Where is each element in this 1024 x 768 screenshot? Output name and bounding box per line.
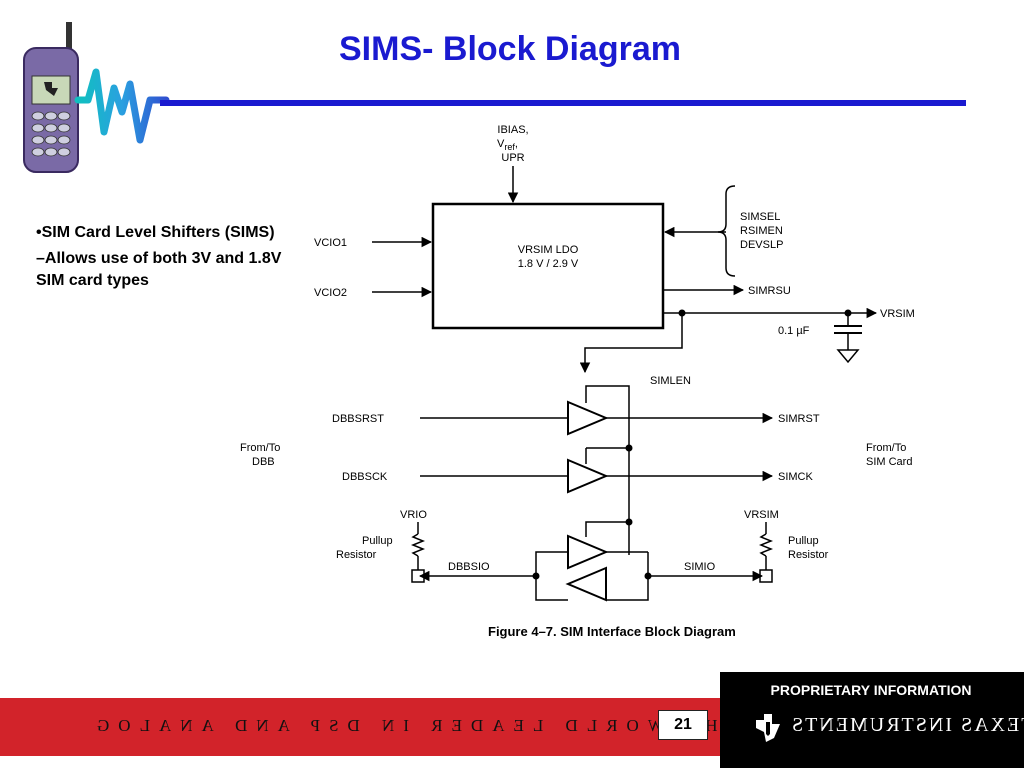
simrst-label: SIMRST [778,413,820,425]
sim-interface-diagram: IBIAS, Vref, UPR VRSIM LDO 1.8 V / 2.9 V… [240,124,915,639]
dbbsrst-label: DBBSRST [332,413,384,425]
vrio-label: VRIO [400,509,427,521]
from-to-dbb-line2: DBB [252,456,275,468]
proprietary-label: PROPRIETARY INFORMATION [770,682,972,698]
devslp-label: DEVSLP [740,239,783,251]
vrsim-pullup-label: VRSIM [744,509,779,521]
pullup-right-line2: Resistor [788,549,829,561]
ti-logo-icon [756,714,780,742]
from-to-sim-line2: SIM Card [866,456,912,468]
ldo-label: VRSIM LDO [518,244,579,256]
figure-caption: Figure 4–7. SIM Interface Block Diagram [488,624,736,639]
simrsu-label: SIMRSU [748,285,791,297]
simio-label: SIMIO [684,561,716,573]
vref-sub: ref [504,142,515,152]
pullup-right-line1: Pullup [788,535,819,547]
bullet-item: •SIM Card Level Shifters (SIMS) [36,224,275,241]
ibias-label: IBIAS, [497,124,528,136]
vrsim-output-label: VRSIM [880,308,915,320]
vref-comma: , [515,138,518,150]
pullup-left-line1: Pullup [362,535,393,547]
from-to-sim-line1: From/To [866,442,906,454]
title-rule [160,100,966,106]
dbbsio-label: DBBSIO [448,561,490,573]
ldo-voltage: 1.8 V / 2.9 V [518,258,579,270]
company-name: TEXAS INSTRUMENTS [790,714,1024,736]
dbbsck-label: DBBSCK [342,471,388,483]
vref-main: V [497,138,505,150]
simlen-label: SIMLEN [650,375,691,387]
rsimen-label: RSIMEN [740,225,783,237]
vcio1-label: VCIO1 [314,237,347,249]
bullet-list: •SIM Card Level Shifters (SIMS) –Allows … [36,222,286,296]
ldo-block [431,202,665,330]
vcio2-label: VCIO2 [314,287,347,299]
sub-bullet-item: –Allows use of both 3V and 1.8V SIM card… [36,250,282,289]
simsel-label: SIMSEL [740,211,780,223]
capacitor-label: 0.1 µF [778,325,810,337]
simck-label: SIMCK [778,471,814,483]
vref-label: Vref, [497,138,518,152]
slide-title: SIMS- Block Diagram [339,30,681,68]
page-number: 21 [658,710,708,740]
footer-slogan: THE WORLD LEADER IN DSP AND ANALOG [88,716,737,735]
phone-logo-icon [23,22,170,173]
pullup-left-line2: Resistor [336,549,377,561]
upr-label: UPR [501,152,524,164]
from-to-dbb-line1: From/To [240,442,280,454]
